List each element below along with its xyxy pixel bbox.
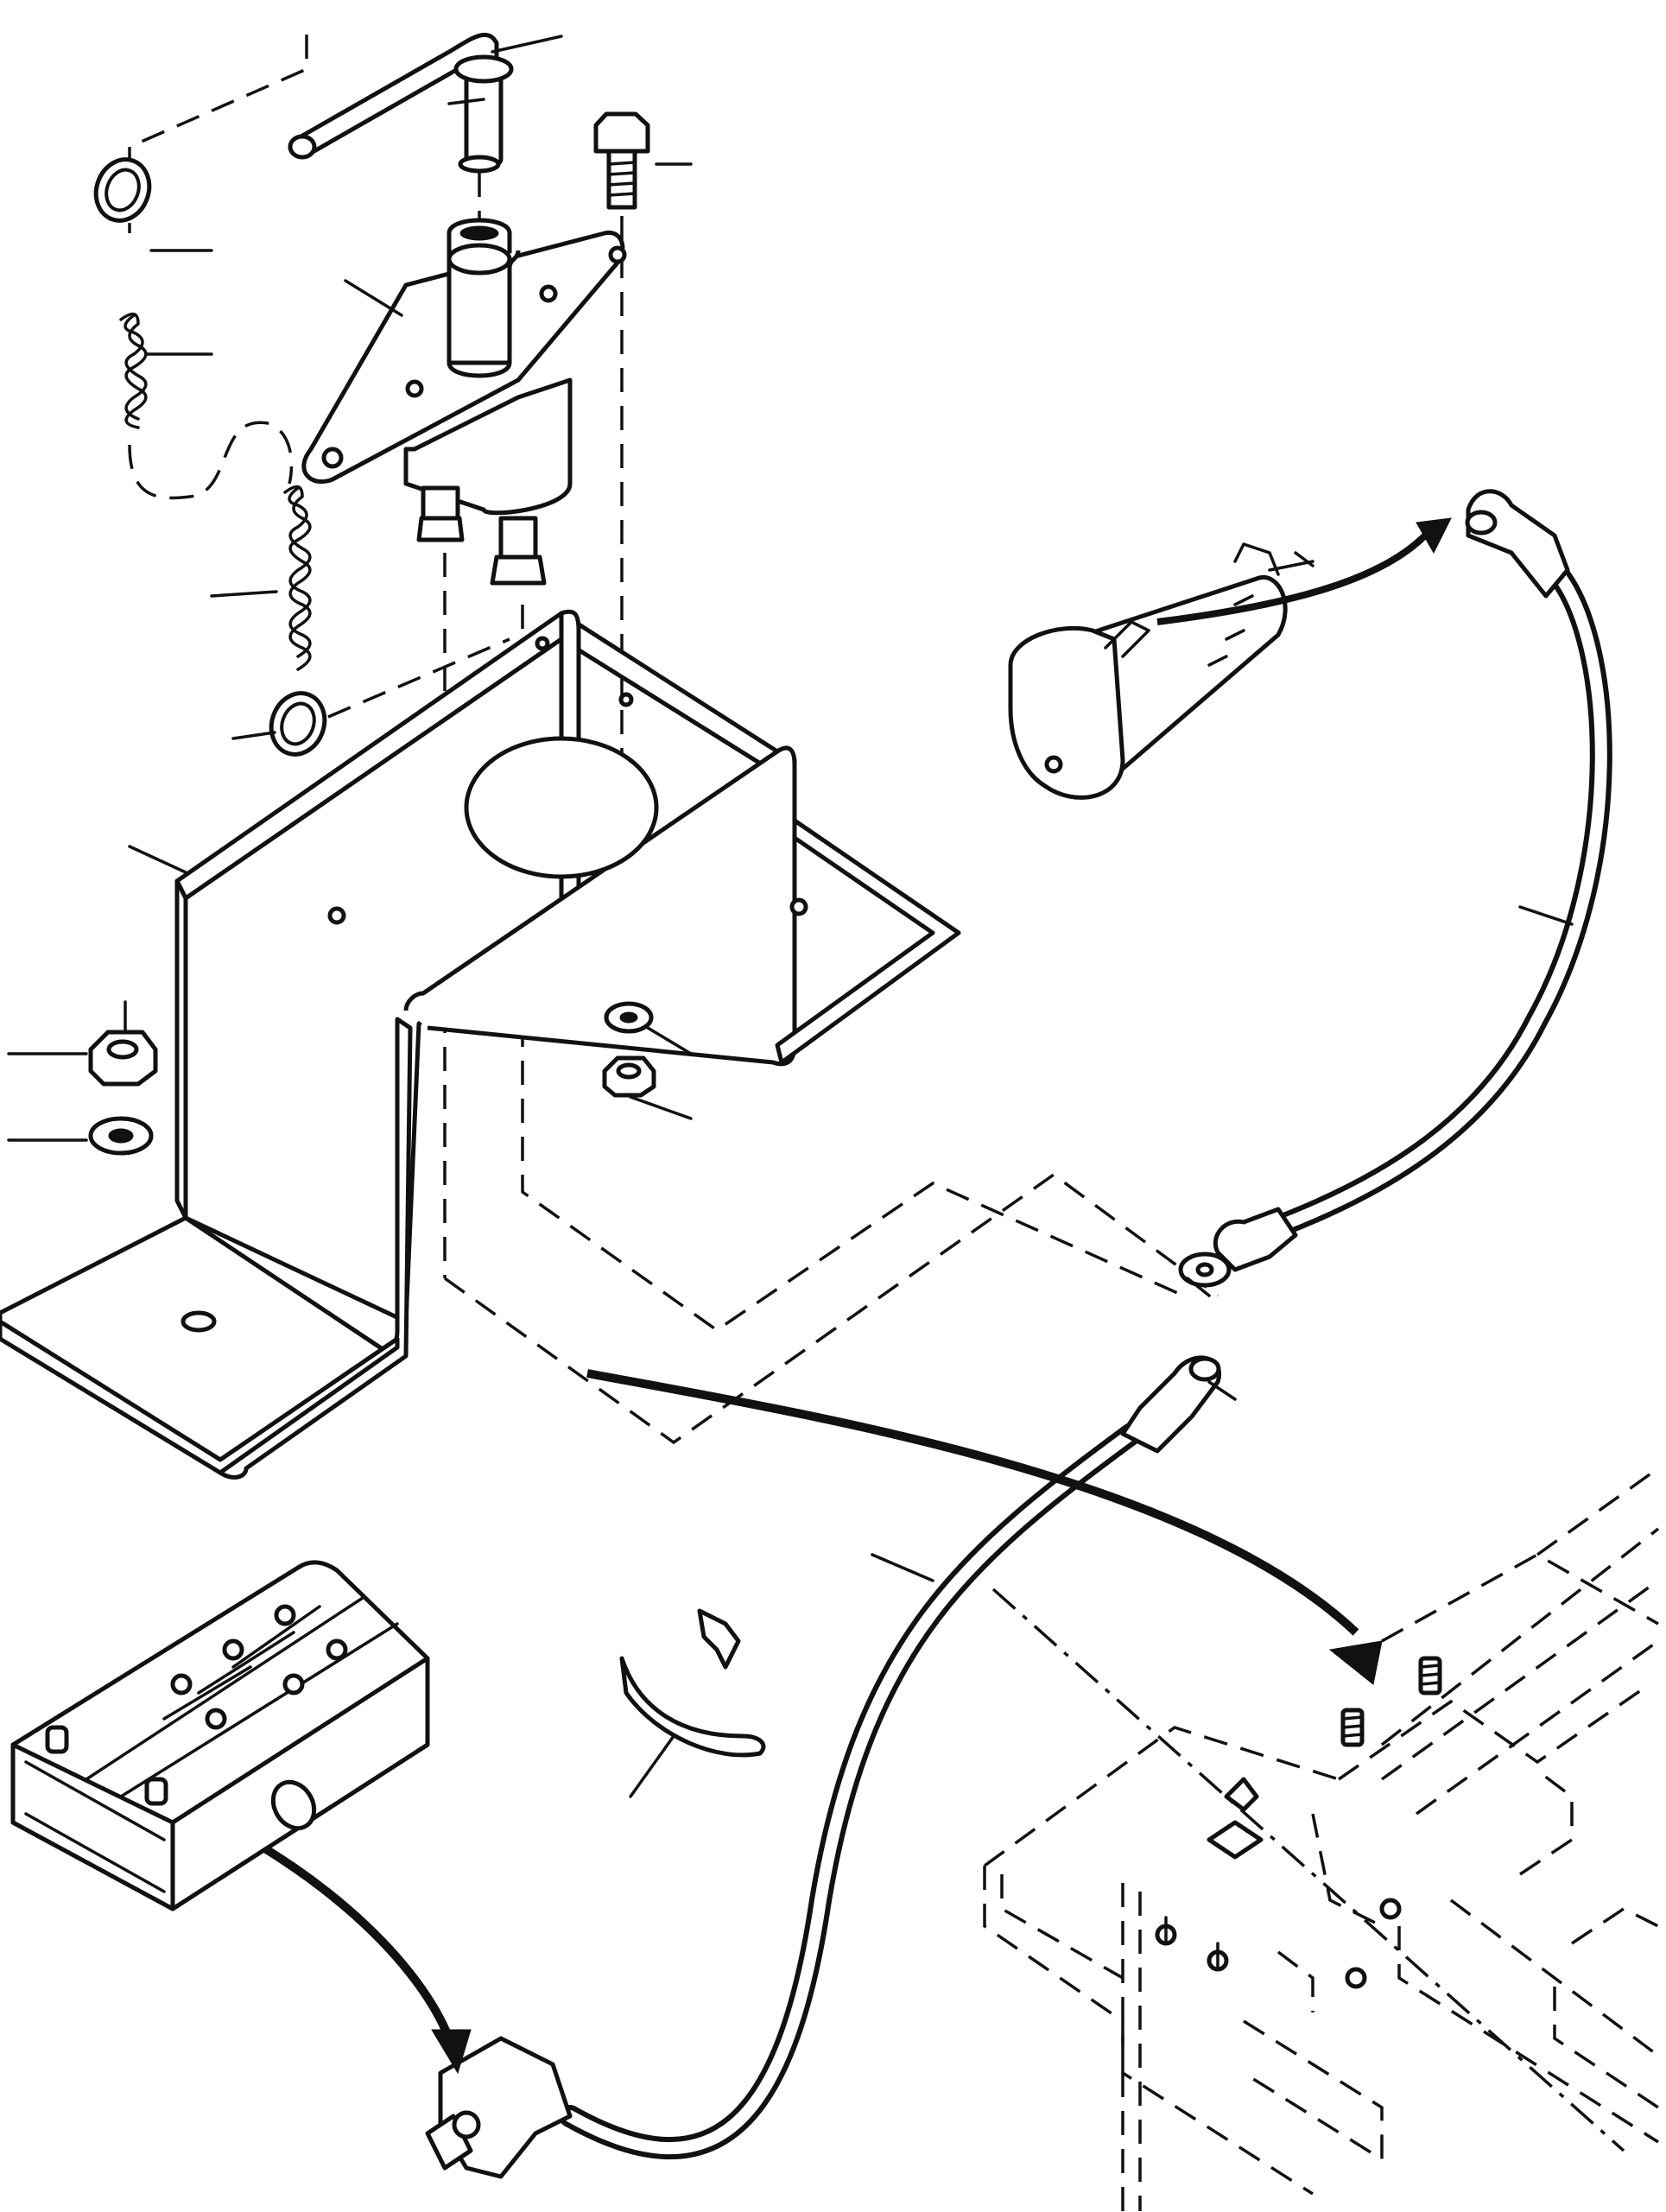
battery [10,1560,430,1911]
bracket [0,609,961,1480]
handle-rod [288,32,514,174]
starter-cable [1178,489,1612,1288]
lock-washer [88,1001,654,1156]
frame [983,1467,1660,2211]
indicator-arrows [180,517,1452,2075]
switch-body [301,218,627,586]
callout-leaders [7,35,1574,1798]
retaining-ring [93,157,327,757]
starter-motor [1008,542,1314,800]
battery-cable [425,1355,1222,2179]
cable-clamp [619,1608,766,1758]
nut [88,1030,656,1098]
bolt [593,111,650,210]
chain [119,312,312,671]
